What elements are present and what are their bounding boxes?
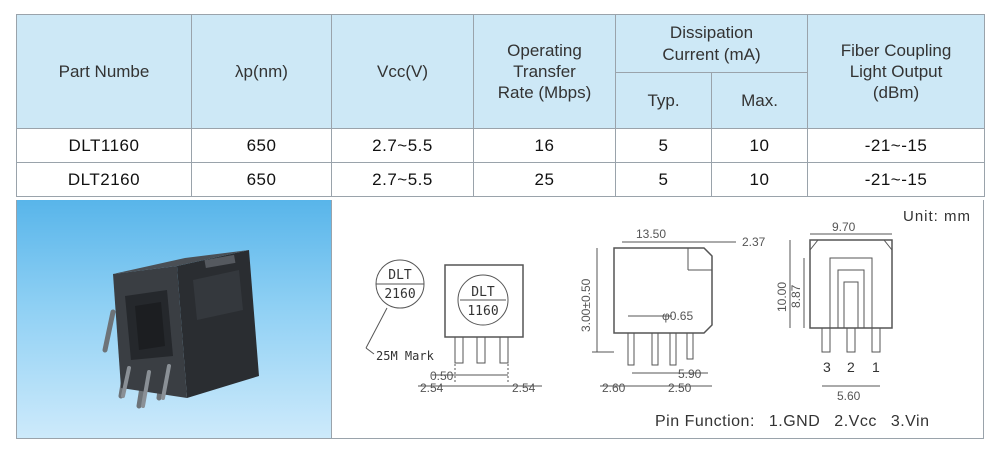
- pin-number-3: 3: [823, 359, 831, 375]
- cell-wavelength: 650: [191, 162, 332, 197]
- technical-drawing: Unit: mm: [332, 200, 983, 438]
- dim-970: 9.70: [832, 220, 856, 234]
- mark-small-text-2: 2160: [384, 287, 415, 302]
- cell-vcc: 2.7~5.5: [331, 162, 474, 197]
- cell-vcc: 2.7~5.5: [331, 128, 474, 163]
- header-transfer-rate: Operating Transfer Rate (Mbps): [473, 14, 616, 129]
- header-fiber-line2: Light Output: [849, 61, 943, 81]
- spec-table: Part Numbe λp(nm) Vcc(V) Operating Trans…: [16, 14, 986, 197]
- pin-function-2: 2.Vcc: [834, 413, 877, 430]
- pin-function-title: Pin Function:: [655, 413, 755, 430]
- dim-1000: 10.00: [775, 282, 789, 312]
- header-dissipation-line1: Dissipation: [669, 23, 754, 43]
- cell-max: 10: [710, 128, 809, 163]
- dim-300: 3.00±0.50: [579, 278, 593, 332]
- dim-260: 2.60: [602, 381, 626, 395]
- cell-rate: 16: [473, 128, 616, 163]
- cell-max: 10: [710, 162, 809, 197]
- header-wavelength: λp(nm): [191, 14, 332, 129]
- dim-250: 2.50: [668, 381, 692, 395]
- header-part-number: Part Numbe: [16, 14, 192, 129]
- pin-function-1: 1.GND: [768, 413, 821, 430]
- pin-function: Pin Function: 1.GND 2.Vcc 3.Vin: [655, 413, 944, 431]
- table-row: DLT2160 650 2.7~5.5 25 5 10 -21~-15: [16, 162, 986, 197]
- mark-callout: 25M Mark: [376, 349, 435, 363]
- header-fiber-line1: Fiber Coupling: [840, 40, 952, 60]
- dim-pin-dia: φ0.65: [662, 309, 693, 323]
- header-rate-line2: Transfer: [513, 61, 576, 81]
- dim-590: 5.90: [678, 367, 702, 381]
- header-vcc: Vcc(V): [331, 14, 474, 129]
- cell-fiber: -21~-15: [807, 162, 986, 197]
- dim-254-right: 2.54: [512, 381, 536, 395]
- mark-large-text-1: DLT: [471, 285, 495, 300]
- dim-254-left: 2.54: [420, 381, 444, 395]
- cell-typ: 5: [615, 162, 712, 197]
- header-fiber-coupling: Fiber Coupling Light Output (dBm): [807, 14, 986, 129]
- dim-237: 2.37: [742, 235, 766, 249]
- dim-1350: 13.50: [636, 227, 666, 241]
- cell-wavelength: 650: [191, 128, 332, 163]
- header-fiber-line3: (dBm): [872, 83, 920, 103]
- cell-part: DLT2160: [16, 162, 192, 197]
- mark-small-text-1: DLT: [388, 268, 412, 283]
- dimension-drawing: DLT 2160 DLT 1160 25M Mark 0.50 2.54 2.5…: [365, 220, 893, 403]
- dim-050: 0.50: [430, 369, 454, 383]
- mark-large-text-2: 1160: [467, 304, 498, 319]
- connector-photo-illustration: [102, 250, 259, 409]
- pin-number-2: 2: [847, 359, 855, 375]
- pin-number-1: 1: [872, 359, 880, 375]
- header-dissipation-line2: Current (mA): [662, 44, 761, 64]
- product-photo: [17, 200, 332, 438]
- header-dissipation-current: Dissipation Current (mA): [614, 14, 809, 73]
- header-rate-line1: Operating: [507, 40, 582, 60]
- spec-sheet: Part Numbe λp(nm) Vcc(V) Operating Trans…: [16, 14, 986, 440]
- dim-560: 5.60: [837, 389, 861, 403]
- header-max: Max.: [710, 72, 809, 129]
- unit-label: Unit: mm: [903, 208, 971, 225]
- cell-rate: 25: [473, 162, 616, 197]
- header-typ: Typ.: [615, 72, 712, 129]
- lower-panel: Unit: mm: [16, 200, 984, 439]
- header-rate-line3: Rate (Mbps): [497, 83, 592, 103]
- cell-typ: 5: [615, 128, 712, 163]
- pin-function-3: 3.Vin: [890, 413, 930, 430]
- cell-part: DLT1160: [16, 128, 192, 163]
- cell-fiber: -21~-15: [807, 128, 986, 163]
- dim-887: 8.87: [789, 284, 803, 308]
- table-row: DLT1160 650 2.7~5.5 16 5 10 -21~-15: [16, 128, 986, 163]
